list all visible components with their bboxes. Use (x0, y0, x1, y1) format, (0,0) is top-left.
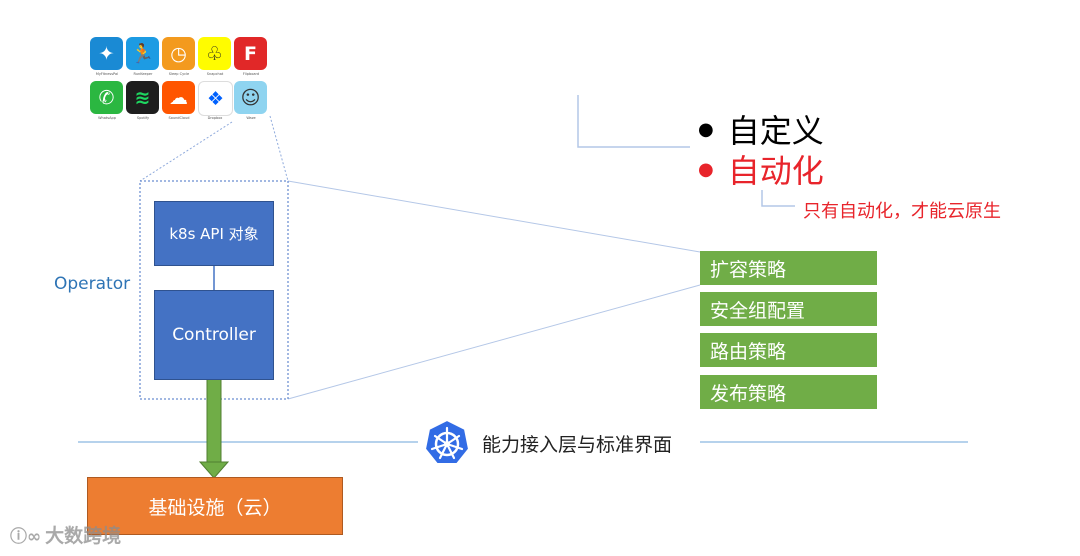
operator-label: Operator (54, 274, 131, 294)
bullet-custom: ● 自定义 (698, 106, 824, 152)
app-label: Flipboard (242, 72, 260, 76)
flipboard-f-icon: F (234, 37, 267, 70)
watermark-text: 大数跨境 (45, 525, 122, 547)
app-label: SoundCloud (168, 116, 190, 120)
cloud-icon: ☁ (162, 81, 195, 114)
bullet-automation: ● 自动化 (698, 146, 824, 192)
down-arrow-shaft (206, 367, 222, 465)
app-label: RunKeeper (133, 72, 153, 76)
watermark-logo-icon: ⓘ∞ (10, 527, 42, 547)
app-label: Waze (246, 116, 256, 120)
projection-line-top (287, 180, 701, 253)
bracket-line (577, 95, 690, 148)
app-label: Snapchat (206, 72, 224, 76)
k8s-api-object-label: k8s API 对象 (169, 225, 259, 243)
app-label: MyFitnessPal (95, 72, 119, 76)
note-connector-line (761, 190, 795, 207)
policy-scaling: 扩容策略 (700, 251, 877, 285)
policy-routing: 路由策略 (700, 333, 877, 367)
capability-layer-label: 能力接入层与标准界面 (482, 434, 673, 456)
runner-figure-icon: ✦ (90, 37, 123, 70)
running-man-icon: 🏃 (126, 37, 159, 70)
controller-label: Controller (172, 325, 256, 345)
app-label: WhatsApp (98, 116, 116, 120)
alarm-clock-icon: ◷ (162, 37, 195, 70)
ghost-icon: ♧ (198, 37, 231, 70)
app-label: Spotify (136, 116, 150, 120)
open-box-icon: ❖ (198, 81, 233, 116)
watermark: ⓘ∞ 大数跨境 (10, 521, 121, 548)
bullet-custom-text: 自定义 (727, 112, 824, 150)
kubernetes-logo-icon (422, 418, 472, 468)
projection-line-bottom (287, 284, 701, 400)
waze-face-icon: ☺ (234, 81, 267, 114)
policy-security-group: 安全组配置 (700, 292, 877, 326)
zoom-line-right (269, 115, 289, 182)
phone-bubble-icon: ✆ (90, 81, 123, 114)
policy-release: 发布策略 (700, 375, 877, 409)
down-arrow-head (198, 461, 230, 479)
k8s-api-object-box: k8s API 对象 (154, 201, 274, 266)
controller-box: Controller (154, 290, 274, 380)
app-label: Dropbox (207, 116, 223, 120)
automation-note: 只有自动化，才能云原生 (803, 201, 1001, 222)
zoom-line-left (139, 121, 233, 182)
infrastructure-box: 基础设施（云） (87, 477, 343, 535)
sound-waves-icon: ≋ (126, 81, 159, 114)
bullet-automation-text: 自动化 (727, 152, 824, 190)
app-label: Sleep Cycle (168, 72, 190, 76)
bullet-dot: ● (698, 118, 714, 140)
infrastructure-label: 基础设施（云） (148, 496, 282, 519)
bullet-dot: ● (698, 158, 714, 180)
